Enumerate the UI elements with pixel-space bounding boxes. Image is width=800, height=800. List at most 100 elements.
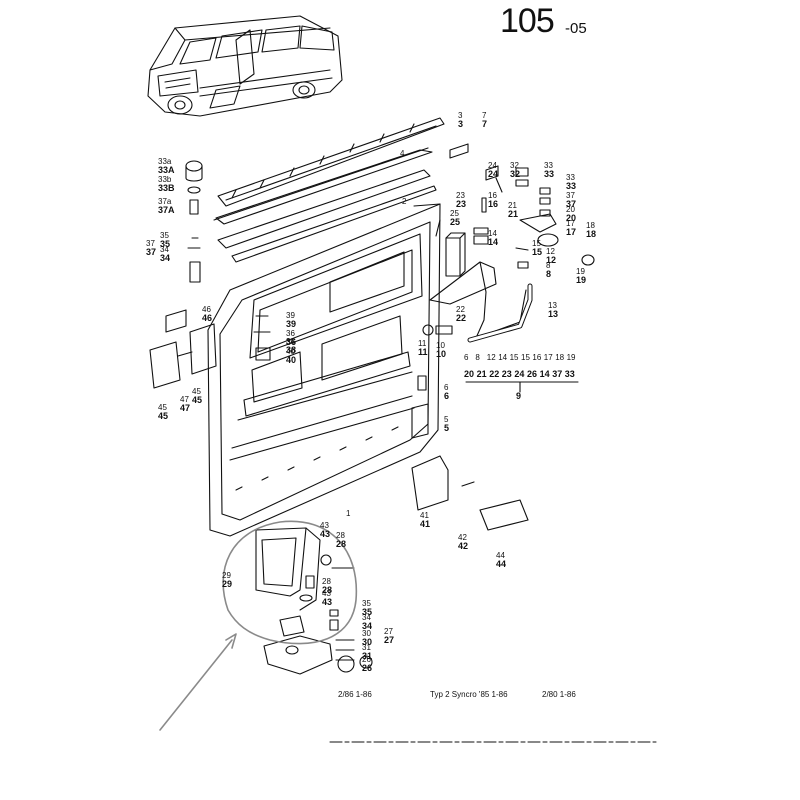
- part-label-p35l-bold: 35: [160, 239, 171, 249]
- kit-top-number: 15: [509, 353, 519, 362]
- part-label-p23: 23: [456, 191, 465, 200]
- page-number: 105: [500, 2, 555, 40]
- part-label-p38-bold: 38: [286, 345, 297, 355]
- part-label-p31-bold: 31: [362, 651, 373, 661]
- kit-bottom-number: 24: [514, 369, 525, 379]
- part-label-p10-bold: 10: [436, 349, 447, 359]
- part-label-p25: 25: [450, 209, 459, 218]
- kit-total-number: 9: [516, 391, 522, 401]
- part-label-p15: 15: [532, 239, 541, 248]
- part-label-p28b: 28: [322, 577, 331, 586]
- kit-bottom-number: 14: [539, 369, 550, 379]
- highlight-callout: [159, 520, 358, 731]
- part-label-p22-bold: 22: [456, 313, 467, 323]
- kit-top-number: 12: [486, 353, 496, 362]
- part-label-p30: 30: [362, 629, 371, 638]
- part-label-p15-bold: 15: [532, 247, 543, 257]
- part-label-p18-bold: 18: [586, 229, 597, 239]
- part-label-p13-bold: 13: [548, 309, 559, 319]
- part-label-p33a: 33a: [158, 157, 172, 166]
- part-label-p12: 12: [546, 247, 555, 256]
- footer-model: Typ 2 Syncro '85 1-86: [430, 690, 508, 699]
- part-label-p44: 44: [496, 551, 505, 560]
- part-label-p33r1-bold: 33: [544, 169, 555, 179]
- lower-roller-assembly: [255, 527, 373, 675]
- kit-bottom-number: 33: [564, 369, 575, 379]
- part-label-p33b: 33b: [158, 175, 172, 184]
- part-label-p37l: 37: [146, 239, 155, 248]
- part-label-p37a: 37a: [158, 197, 172, 206]
- part-label-p27-bold: 27: [384, 635, 395, 645]
- part-label-p28b-bold: 28: [322, 585, 333, 595]
- roof-rail-lower: [217, 169, 437, 263]
- part-label-p35b-bold: 35: [362, 607, 373, 617]
- part-label-p47-bold: 47: [180, 403, 191, 413]
- part-label-p37r: 37: [566, 191, 575, 200]
- footer-range-b: 2/80 1-86: [542, 690, 576, 699]
- part-label-p13: 13: [548, 301, 557, 310]
- part-label-p16-bold: 16: [488, 199, 499, 209]
- part-label-p2: 2: [402, 197, 407, 206]
- part-label-p32-bold: 32: [510, 169, 521, 179]
- left-side-parts: [149, 160, 271, 389]
- part-label-p41: 41: [420, 511, 429, 520]
- part-label-p7: 7: [482, 111, 487, 120]
- part-label-p40-bold: 40: [286, 355, 297, 365]
- part-label-p20: 20: [566, 205, 575, 214]
- part-label-p34l-bold: 34: [160, 253, 171, 263]
- kit-top-number: 18: [555, 353, 565, 362]
- part-label-p38: 38: [286, 337, 295, 346]
- part-label-p33r1: 33: [544, 161, 553, 170]
- part-label-p17-bold: 17: [566, 227, 577, 237]
- part-label-p36-bold: 36: [286, 337, 297, 347]
- part-label-p35b: 35: [362, 599, 371, 608]
- part-label-p6: 6: [444, 383, 449, 392]
- part-label-p34b-bold: 34: [362, 621, 373, 631]
- kit-bottom-number: 20: [464, 369, 475, 379]
- part-label-p36: 36: [286, 329, 295, 338]
- page-number-suffix: -05: [565, 20, 587, 37]
- kit-bracket: [465, 381, 579, 393]
- part-label-p37l-bold: 37: [146, 247, 157, 257]
- part-label-p43b: 43: [322, 589, 331, 598]
- part-label-p19: 19: [576, 267, 585, 276]
- part-label-p5-bold: 5: [444, 423, 450, 433]
- kit-bottom-number: 26: [527, 369, 538, 379]
- part-label-p25-bold: 25: [450, 217, 461, 227]
- part-label-p21-bold: 21: [508, 209, 519, 219]
- kit-top-number: 15: [521, 353, 530, 362]
- part-label-p45a: 45: [192, 387, 201, 396]
- kit-bottom-number: 22: [489, 369, 500, 379]
- kit-top-number: 14: [498, 353, 508, 362]
- part-label-p41-bold: 41: [420, 519, 431, 529]
- part-label-p20-bold: 20: [566, 213, 577, 223]
- kit-bottom-number: 21: [476, 369, 487, 379]
- part-label-p33a-bold: 33A: [158, 165, 175, 175]
- part-label-p3-bold: 3: [458, 119, 464, 129]
- part-label-p29-bold: 29: [222, 579, 233, 589]
- kit-bottom-number: 37: [552, 369, 563, 379]
- kit-top-number: 8: [475, 353, 480, 362]
- part-label-p37r-bold: 37: [566, 199, 577, 209]
- part-label-p45b: 45: [158, 403, 167, 412]
- part-label-p42: 42: [458, 533, 467, 542]
- part-label-p18: 18: [586, 221, 595, 230]
- part-label-p10: 10: [436, 341, 445, 350]
- part-label-p16: 16: [488, 191, 497, 200]
- part-label-p14: 14: [488, 229, 497, 238]
- part-label-p28a: 28: [336, 531, 345, 540]
- part-label-p43a: 43: [320, 521, 329, 530]
- sliding-door-frame: [207, 203, 441, 537]
- kit-bottom-number: 23: [501, 369, 512, 379]
- part-label-p46-bold: 46: [202, 313, 213, 323]
- part-label-p17: 17: [566, 219, 575, 228]
- part-label-p23-bold: 23: [456, 199, 467, 209]
- part-label-p32: 32: [510, 161, 519, 170]
- roof-rail-upper: [217, 117, 445, 207]
- part-label-p43a-bold: 43: [320, 529, 331, 539]
- part-label-p24-bold: 24: [488, 169, 499, 179]
- part-label-p24: 24: [488, 161, 497, 170]
- part-label-p45b-bold: 45: [158, 411, 169, 421]
- roof-rail-middle: [213, 147, 433, 225]
